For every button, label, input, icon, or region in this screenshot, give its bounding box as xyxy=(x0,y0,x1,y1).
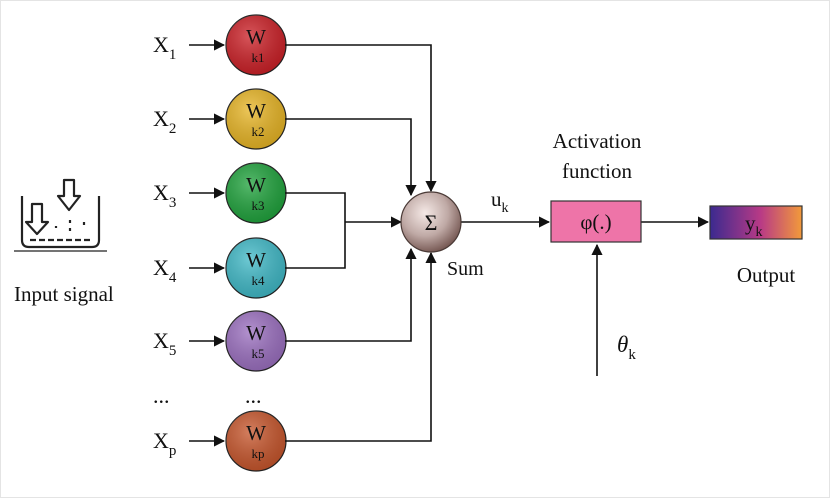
input-label-3: X3 xyxy=(153,180,176,211)
output-value-label: yk xyxy=(745,211,763,240)
connector-wp xyxy=(285,251,437,442)
sum-label: Sum xyxy=(447,258,484,280)
input-label-5: X5 xyxy=(153,328,176,359)
connector-w1 xyxy=(285,44,437,193)
weight-shading xyxy=(226,89,286,149)
weight-label-k5: W xyxy=(246,321,266,345)
weight-sub-k3: k3 xyxy=(252,198,265,213)
weight-label-kp: W xyxy=(246,421,266,445)
sum-symbol: Σ xyxy=(425,210,438,235)
weight-sub-kp: kp xyxy=(252,446,265,461)
input-label-2: X2 xyxy=(153,106,176,137)
weight-sub-k4: k4 xyxy=(252,273,266,288)
weight-label-k2: W xyxy=(246,99,266,123)
connector-w3 xyxy=(285,192,346,222)
activation-function-box xyxy=(550,200,642,243)
sum-node xyxy=(400,191,462,253)
output-label: Output xyxy=(737,263,796,287)
weight-ellipsis: ... xyxy=(245,383,262,408)
activation-title-line1: Activation xyxy=(553,129,642,153)
weight-label-k3: W xyxy=(246,173,266,197)
input-label-7: Xp xyxy=(153,428,176,459)
weight-sub-k2: k2 xyxy=(252,124,265,139)
activation-function-text: φ(.) xyxy=(580,210,611,234)
connector-w4 xyxy=(285,222,346,269)
activation-title-line2: function xyxy=(562,159,632,183)
u-label: uk xyxy=(491,187,509,216)
theta-label: θk xyxy=(617,332,636,363)
input-signal-icon xyxy=(14,178,107,252)
input-label-1: X1 xyxy=(153,32,176,63)
output-box xyxy=(709,205,803,240)
input-label-4: X4 xyxy=(153,255,177,286)
weight-sub-k5: k5 xyxy=(252,346,265,361)
weight-label-k4: W xyxy=(246,248,266,272)
weight-shading xyxy=(226,238,286,298)
weight-shading xyxy=(226,163,286,223)
weight-sub-k1: k1 xyxy=(252,50,265,65)
weight-shading xyxy=(226,311,286,371)
connector-w5 xyxy=(285,247,417,342)
connector-w2 xyxy=(285,118,417,197)
weight-label-k1: W xyxy=(246,25,266,49)
input-signal-label: Input signal xyxy=(14,282,114,306)
weight-shading xyxy=(226,411,286,471)
input-label-6: ... xyxy=(153,383,170,408)
weight-shading xyxy=(226,15,286,75)
